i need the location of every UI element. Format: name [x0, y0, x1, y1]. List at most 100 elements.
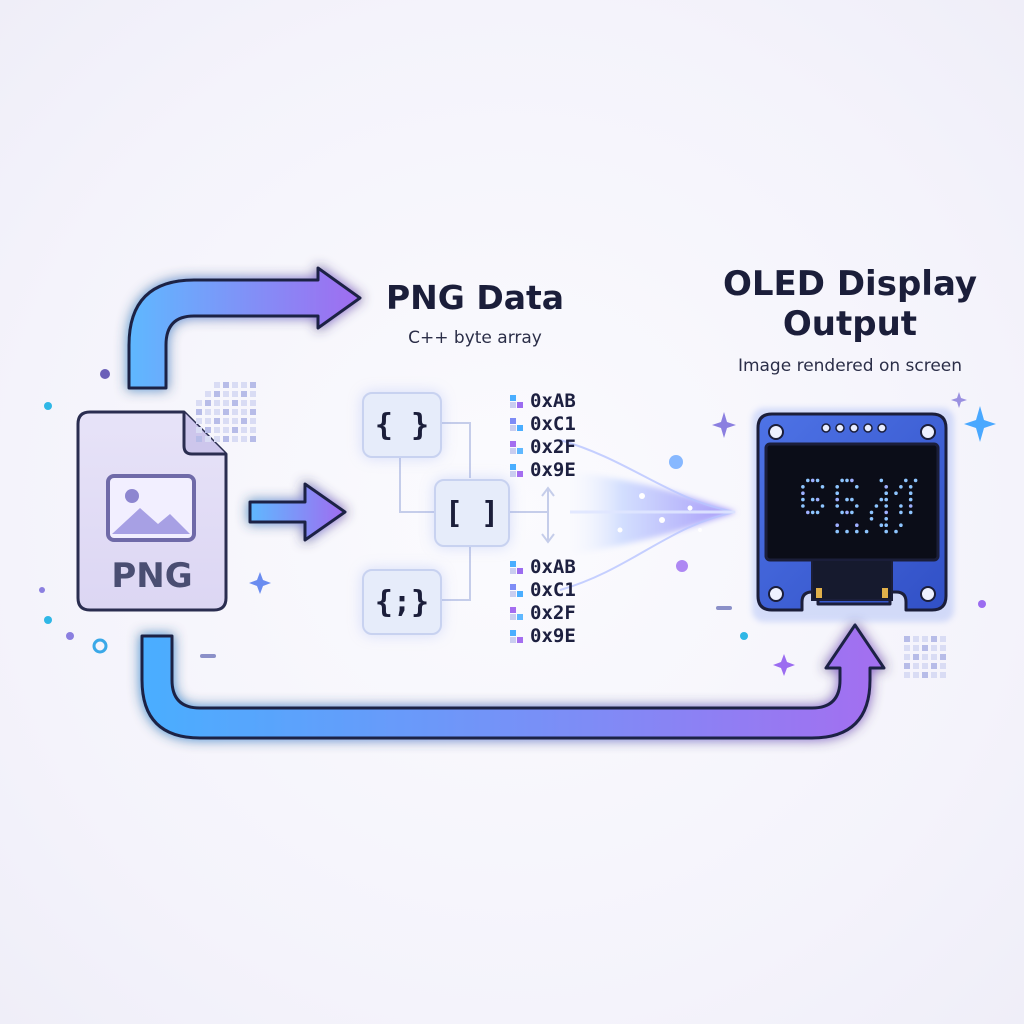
- oled-pixel: [884, 497, 888, 502]
- oled-pixel: [835, 523, 839, 527]
- oled-pixel: [835, 491, 839, 496]
- grid-pixel: [232, 418, 238, 424]
- grid-pixel: [931, 672, 937, 678]
- grid-pixel: [904, 636, 910, 642]
- oled-pixel: [908, 510, 913, 515]
- grid-pixel: [931, 645, 937, 651]
- oled-pixel: [815, 478, 820, 483]
- oled-title-line1: OLED Display: [722, 264, 978, 304]
- grid-pixel: [922, 636, 928, 642]
- grid-pixel: [223, 400, 229, 406]
- oled-pixel: [840, 478, 844, 483]
- oled-pixel: [850, 510, 854, 515]
- arrow-middle: [248, 482, 347, 542]
- oled-pixel: [845, 510, 849, 515]
- oled-title-line2: Output: [782, 304, 918, 344]
- pixel-marker-icon: [510, 395, 524, 409]
- oled-pixel: [908, 491, 913, 496]
- grid-pixel: [250, 391, 256, 397]
- pixel-marker-icon: [510, 441, 524, 455]
- grid-pixel: [913, 672, 919, 678]
- oled-pixel: [835, 504, 839, 508]
- grid-pixel: [223, 382, 229, 388]
- grid-pixel: [250, 436, 256, 442]
- oled-pixel: [855, 504, 859, 508]
- hex-byte-text: 0xAB: [530, 390, 576, 412]
- oled-pixel: [904, 478, 908, 483]
- oled-pixel: [864, 529, 869, 534]
- grid-pixel: [205, 400, 211, 406]
- hex-byte: 0x9E: [510, 459, 576, 482]
- oled-pixel: [908, 497, 913, 502]
- grid-pixel: [223, 409, 229, 415]
- oled-pixel: [835, 485, 839, 489]
- oled-pixel: [899, 523, 903, 527]
- grid-pixel: [922, 672, 928, 678]
- oled-pixel: [884, 523, 888, 527]
- oled-pixel: [815, 497, 820, 502]
- grid-pixel: [241, 382, 247, 388]
- png-data-subtitle: C++ byte array: [408, 328, 542, 348]
- code-block-semicolon: {;}: [362, 569, 442, 635]
- grid-pixel: [922, 654, 928, 660]
- grid-pixel: [205, 418, 211, 424]
- oled-pixel: [884, 510, 888, 515]
- oled-module: [752, 408, 954, 622]
- oled-pixel: [810, 510, 815, 515]
- oled-pixel: [894, 491, 898, 496]
- hex-byte-text: 0xAB: [530, 556, 576, 578]
- oled-pixel: [850, 478, 854, 483]
- hex-byte-text: 0x2F: [530, 602, 576, 624]
- oled-pixel: [884, 491, 888, 496]
- oled-pixel: [820, 485, 825, 489]
- grid-pixel: [232, 400, 238, 406]
- oled-pixel: [835, 497, 839, 502]
- oled-pixel: [806, 510, 810, 515]
- oled-pixel: [806, 478, 810, 483]
- pixel-marker-icon: [510, 630, 524, 644]
- grid-pixel: [196, 427, 202, 433]
- oled-pixel: [879, 523, 884, 527]
- oled-pixel: [869, 517, 874, 521]
- oled-pixel: [899, 485, 903, 489]
- hex-byte: 0xAB: [510, 556, 576, 579]
- sparkle-icon: [964, 406, 996, 442]
- grid-pixel: [214, 400, 220, 406]
- grid-pixel: [931, 654, 937, 660]
- ribbon-connector: [811, 559, 893, 601]
- oled-pixel: [855, 523, 859, 527]
- oled-pixel: [899, 510, 903, 515]
- pixel-marker-icon: [510, 464, 524, 478]
- oled-pixel: [874, 504, 879, 508]
- sparkle-icon: [773, 654, 795, 676]
- grid-pixel: [241, 391, 247, 397]
- hex-byte-text: 0x9E: [530, 459, 576, 481]
- oled-pixel: [869, 510, 874, 515]
- grid-pixel: [904, 645, 910, 651]
- grid-pixel: [205, 391, 211, 397]
- oled-pixel: [850, 497, 854, 502]
- grid-pixel: [196, 400, 202, 406]
- hex-byte: 0xC1: [510, 579, 576, 602]
- grid-pixel: [205, 427, 211, 433]
- oled-pixel: [855, 529, 859, 534]
- header-pins: [821, 423, 887, 433]
- code-connectors: [399, 422, 555, 601]
- grid-pixel: [940, 663, 946, 669]
- oled-pixel: [801, 485, 805, 489]
- grid-pixel: [904, 663, 910, 669]
- pixel-marker-icon: [510, 607, 524, 621]
- grid-pixel: [196, 409, 202, 415]
- grid-pixel: [241, 418, 247, 424]
- grid-pixel: [205, 436, 211, 442]
- hex-byte: 0xAB: [510, 390, 576, 413]
- hex-byte: 0x2F: [510, 436, 576, 459]
- oled-pixel: [884, 529, 888, 534]
- oled-pixel: [908, 485, 913, 489]
- oled-pixel: [810, 497, 815, 502]
- grid-pixel: [250, 382, 256, 388]
- grid-pixel: [232, 382, 238, 388]
- oled-subtitle: Image rendered on screen: [737, 356, 963, 376]
